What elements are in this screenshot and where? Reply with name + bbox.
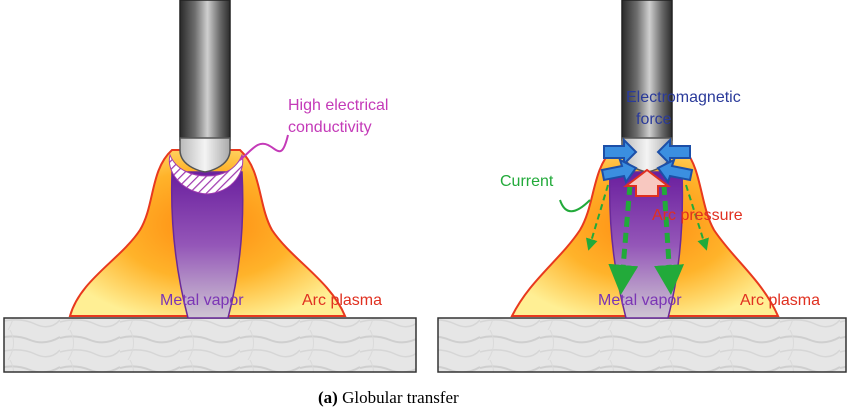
high-conductivity-region — [168, 153, 244, 195]
current-pointer — [559, 199, 591, 213]
metal-vapor-column — [170, 171, 244, 319]
right-panel: Electromagnetic force Current Arc pressu… — [437, 0, 847, 373]
arc-pressure-label: Arc pressure — [652, 207, 743, 224]
em-force-arrow-right-lower — [656, 158, 694, 185]
arc-pressure-arrow — [623, 168, 671, 197]
left-panel: High electrical conductivity Metal vapor… — [3, 0, 417, 373]
current-arrow-outer-left — [585, 184, 609, 251]
caption-label: (a) — [318, 388, 338, 407]
arc-plasma-label-left: Arc plasma — [302, 292, 382, 309]
high-conductivity-label-line2: conductivity — [288, 119, 372, 136]
electrode-tip — [179, 137, 231, 173]
em-force-label-line2: force — [636, 111, 672, 128]
em-force-arrow-right-upper — [656, 137, 691, 167]
em-force-arrow-left-lower — [600, 158, 638, 185]
conductivity-pointer — [239, 134, 289, 161]
high-conductivity-label-line1: High electrical — [288, 97, 388, 114]
electrode — [179, 0, 231, 141]
em-force-label-line1: Electromagnetic — [626, 89, 741, 106]
figure-caption: (a) Globular transfer — [318, 388, 459, 407]
current-arrow-outer-right — [685, 184, 709, 251]
arc-plasma-label-right: Arc plasma — [740, 292, 820, 309]
metal-vapor-label-left: Metal vapor — [160, 292, 244, 309]
caption-text: Globular transfer — [338, 388, 459, 407]
current-label: Current — [500, 173, 554, 190]
metal-vapor-label-right: Metal vapor — [598, 292, 682, 309]
base-plate-right — [437, 317, 847, 373]
em-force-arrow-left-upper — [603, 137, 638, 167]
base-plate — [3, 317, 417, 373]
